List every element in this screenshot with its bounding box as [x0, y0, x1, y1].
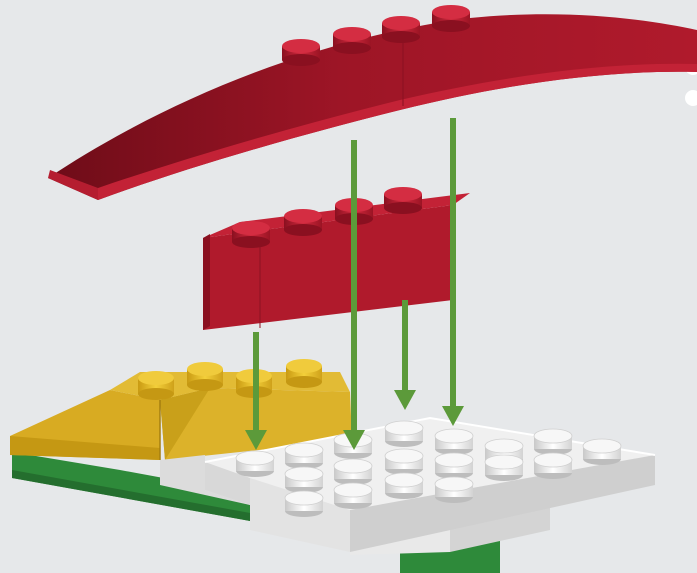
stud — [232, 221, 270, 248]
stud — [583, 439, 621, 465]
stud — [385, 449, 423, 475]
stud — [534, 453, 572, 479]
stud — [435, 429, 473, 455]
stud — [284, 209, 322, 236]
stud — [236, 451, 274, 477]
stud — [534, 429, 572, 455]
red-curved-slope — [48, 14, 697, 200]
stud — [334, 483, 372, 509]
stud — [385, 473, 423, 499]
stud — [334, 459, 372, 485]
stud — [485, 455, 523, 481]
stud — [285, 467, 323, 493]
stud — [382, 16, 420, 43]
stud — [187, 362, 223, 391]
stud — [385, 421, 423, 447]
stud — [282, 39, 320, 66]
arrow-down — [394, 300, 416, 410]
stud — [435, 477, 473, 503]
stud — [285, 443, 323, 469]
stud — [286, 359, 322, 388]
stud — [384, 187, 422, 214]
stud — [432, 5, 470, 32]
stud — [285, 491, 323, 517]
stud — [138, 371, 174, 400]
stud — [333, 27, 371, 54]
stud — [435, 453, 473, 479]
